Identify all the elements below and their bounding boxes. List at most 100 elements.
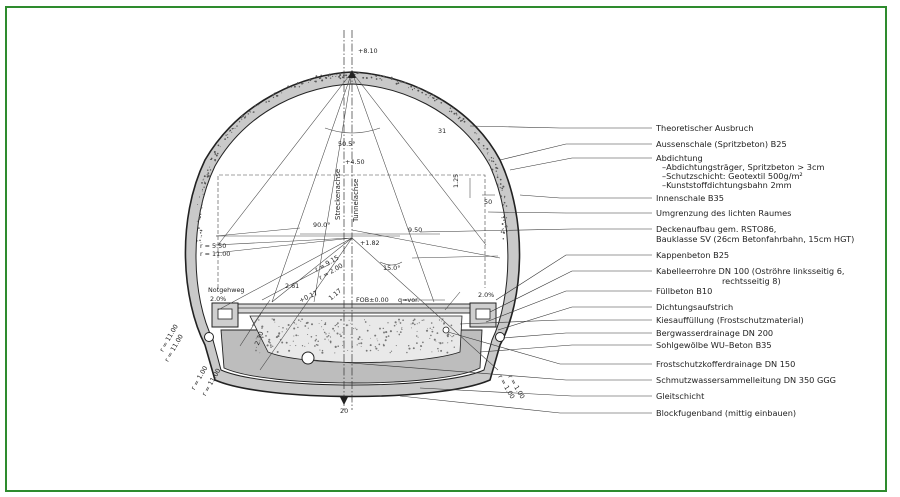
gravel-dot	[363, 319, 366, 321]
dim-notgehweg: Notgehweg	[208, 286, 244, 294]
gravel-dot	[310, 335, 313, 338]
stipple-dot	[504, 197, 506, 199]
gravel-dot	[324, 338, 326, 340]
stipple-dot	[207, 172, 210, 174]
stipple-dot	[458, 116, 461, 119]
stipple-dot	[308, 81, 310, 83]
gravel-dot	[353, 328, 354, 330]
dim-r550: r = 5.50	[200, 242, 226, 250]
gravel-dot	[342, 327, 344, 329]
stipple-dot	[435, 98, 438, 101]
gravel-dot	[451, 340, 453, 342]
gravel-dot	[307, 327, 309, 329]
label-19: Schmutzwassersammelleitung DN 350 GGG	[656, 375, 836, 385]
gravel-dot	[268, 338, 271, 341]
stipple-dot	[419, 87, 421, 89]
gravel-dot	[337, 326, 339, 328]
stipple-dot	[404, 81, 406, 84]
gravel-dot	[407, 345, 410, 347]
stipple-dot	[200, 229, 203, 232]
stipple-dot	[203, 175, 206, 178]
gravel-dot	[324, 323, 327, 326]
gravel-dot	[430, 334, 432, 337]
gravel-dot	[301, 318, 303, 321]
label-18: Frostschutzkofferdrainage DN 150	[656, 359, 795, 369]
gravel-dot	[399, 322, 402, 324]
gravel-dot	[408, 347, 411, 350]
gravel-dot	[345, 324, 348, 327]
gravel-dot	[350, 333, 352, 335]
dim-pct-left: 2.0%	[210, 295, 226, 303]
gravel-dot	[441, 342, 444, 344]
gravel-dot	[319, 349, 321, 351]
gravel-dot	[304, 325, 307, 327]
stipple-dot	[309, 79, 312, 82]
stipple-dot	[339, 74, 342, 76]
stipple-dot	[483, 148, 485, 150]
stipple-dot	[497, 183, 499, 185]
gravel-dot	[297, 335, 299, 337]
stipple-dot	[411, 89, 414, 91]
stipple-dot	[476, 133, 478, 135]
stipple-dot	[441, 99, 443, 101]
label-3: –Abdichtungsträger, Spritzbeton > 3cm	[662, 162, 824, 172]
gravel-dot	[266, 330, 269, 333]
stipple-dot	[502, 204, 505, 206]
stipple-dot	[425, 93, 427, 96]
stipple-dot	[332, 75, 334, 77]
label-14: Dichtungsaufstrich	[656, 302, 733, 312]
label-13: Füllbeton B10	[656, 286, 712, 296]
gravel-dot	[285, 341, 288, 344]
gravel-dot	[420, 345, 423, 348]
gravel-dot	[385, 331, 388, 334]
gravel-dot	[390, 350, 393, 352]
leader-15	[459, 319, 652, 325]
stipple-dot	[227, 136, 229, 139]
gravel-dot	[425, 329, 429, 332]
gravel-dot	[287, 323, 290, 327]
gravel-dot	[261, 336, 264, 339]
gravel-dot	[336, 322, 339, 325]
stipple-dot	[437, 98, 439, 100]
gravel-dot	[402, 319, 404, 322]
gravel-dot	[334, 324, 336, 327]
gravel-dot	[324, 322, 327, 324]
stipple-dot	[247, 113, 249, 115]
stipple-dot	[214, 151, 216, 153]
stipple-dot	[452, 107, 454, 109]
gravel-dot	[322, 329, 324, 331]
stipple-dot	[417, 87, 420, 89]
stipple-dot	[227, 134, 229, 136]
gravel-dot	[360, 346, 362, 348]
stipple-dot	[203, 186, 205, 188]
stipple-dot	[254, 105, 257, 107]
stipple-dot	[268, 100, 270, 103]
label-21: Blockfugenband (mittig einbauen)	[656, 408, 796, 418]
gravel-dot	[356, 328, 358, 331]
mountain-drain-left	[204, 332, 214, 342]
stipple-dot	[385, 76, 387, 78]
gravel-dot	[384, 339, 387, 342]
label-11: Kabelleerrohre DN 100 (Oströhre linkssei…	[656, 266, 845, 276]
road-deck	[231, 303, 475, 314]
gravel-dot	[435, 340, 437, 342]
stipple-dot	[397, 82, 400, 84]
gravel-dot	[281, 341, 284, 344]
stipple-dot	[500, 195, 503, 198]
gravel-dot	[293, 327, 296, 330]
gravel-dot	[293, 335, 295, 337]
stipple-dot	[427, 92, 430, 95]
gravel-dot	[453, 346, 455, 348]
clearance-envelope	[217, 174, 486, 288]
gravel-dot	[382, 343, 384, 345]
gravel-dot	[374, 346, 377, 348]
stipple-dot	[339, 77, 342, 80]
gravel-dot	[316, 344, 319, 346]
stipple-dot	[506, 225, 508, 227]
stipple-dot	[461, 119, 463, 122]
gravel-dot	[323, 331, 326, 334]
stipple-dot	[506, 230, 508, 232]
stipple-dot	[345, 74, 348, 77]
stipple-dot	[477, 138, 480, 141]
stipple-dot	[201, 182, 203, 184]
